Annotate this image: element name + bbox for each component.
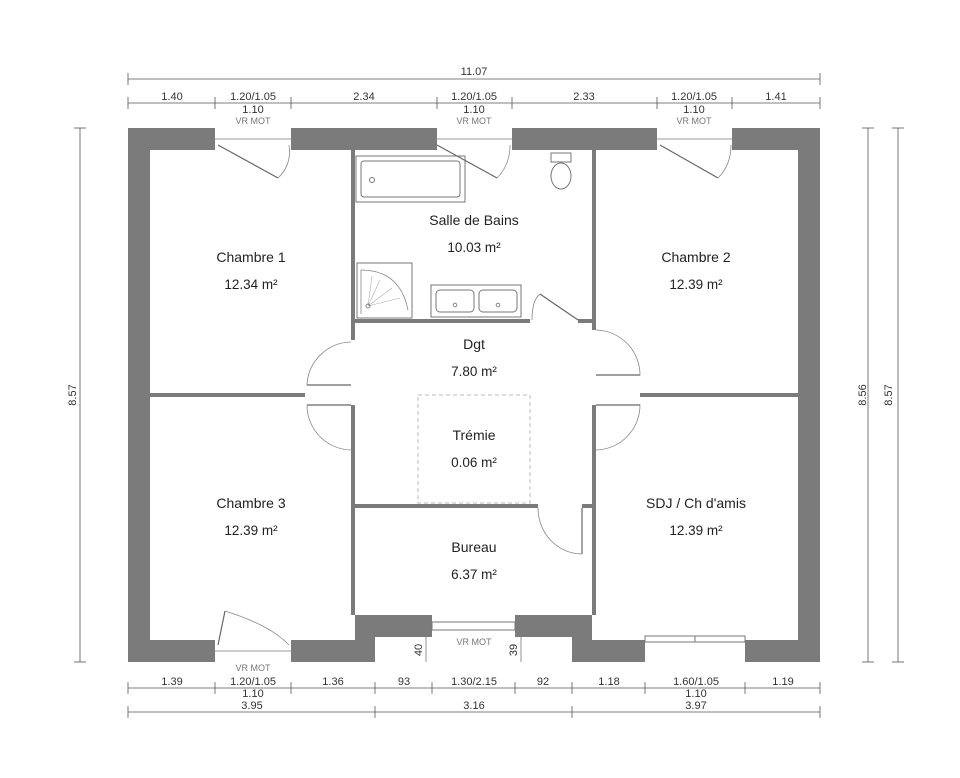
doors: 40 39 VR MOT VR MOT (217, 144, 732, 673)
room-name-chambre-1: Chambre 1 (216, 249, 285, 265)
top-segment-dimension: 1.40 (161, 91, 182, 103)
top-segment-dimension: 1.20/1.05 (451, 91, 497, 103)
window-height-label: 1.10 (685, 688, 706, 700)
vr-mot-label: VR MOT (236, 116, 272, 126)
bathtub-basin (360, 160, 461, 198)
right-inner-height-dimension: 8.56 (857, 384, 869, 405)
vr-mot-label: VR MOT (236, 663, 272, 673)
step-left-dimension: 40 (413, 644, 425, 656)
right-outer-height-dimension: 8.57 (883, 384, 895, 405)
room-area-chambre-2: 12.39 m² (669, 277, 723, 292)
room-area-chambre-1: 12.34 m² (224, 277, 278, 292)
bottom-total-dimension: 3.16 (463, 700, 484, 712)
window-height-label: 1.10 (242, 104, 263, 116)
sink (478, 289, 518, 313)
room-area-bureau: 6.37 m² (451, 567, 497, 582)
interior-walls (150, 150, 798, 615)
vr-mot-label: VR MOT (457, 637, 493, 647)
room-area-tremie: 0.06 m² (451, 455, 497, 470)
bottom-total-dimension: 3.97 (685, 700, 706, 712)
room-name-chambre-2: Chambre 2 (661, 249, 730, 265)
top-segment-dimension: 1.20/1.05 (671, 91, 717, 103)
toilet-bowl (550, 162, 572, 190)
room-area-chambre-3: 12.39 m² (224, 523, 278, 538)
vr-mot-label: VR MOT (677, 116, 713, 126)
top-dimensions: 11.07 1.40 1.20/1.05 2.34 1.20/1.05 2.33… (127, 66, 821, 126)
bottom-segment-dimension: 1.19 (772, 676, 793, 688)
room-labels: Chambre 1 12.34 m² Salle de Bains 10.03 … (216, 212, 746, 582)
vr-mot-label: VR MOT (457, 116, 493, 126)
bottom-segment-dimension: 1.20/1.05 (230, 676, 276, 688)
bottom-segment-dimension: 1.39 (161, 676, 182, 688)
window-height-label: 1.10 (463, 104, 484, 116)
sink (435, 289, 475, 313)
room-name-dgt: Dgt (463, 336, 485, 352)
top-segment-dimension: 2.34 (353, 91, 374, 103)
window-height-label: 1.10 (683, 104, 704, 116)
room-area-salle-de-bains: 10.03 m² (447, 240, 501, 255)
bathroom-fixtures (355, 152, 572, 319)
step-right-dimension: 39 (508, 644, 520, 656)
bottom-segment-dimension: 92 (537, 676, 549, 688)
bottom-dimensions: 1.39 1.20/1.05 1.36 93 1.30/2.15 92 1.18… (127, 676, 821, 718)
room-name-salle-de-bains: Salle de Bains (429, 212, 519, 228)
bottom-segment-dimension: 1.30/2.15 (451, 676, 497, 688)
bottom-segment-dimension: 1.18 (598, 676, 619, 688)
top-overall-dimension: 11.07 (461, 66, 488, 78)
room-area-sdj-ch-amis: 12.39 m² (669, 523, 723, 538)
toilet-tank (550, 152, 572, 163)
top-segment-dimension: 2.33 (573, 91, 594, 103)
room-area-dgt: 7.80 m² (451, 364, 497, 379)
top-segment-dimension: 1.20/1.05 (230, 91, 276, 103)
room-name-tremie: Trémie (452, 427, 495, 443)
stair-opening (417, 394, 531, 504)
top-segment-dimension: 1.41 (765, 91, 786, 103)
exterior-walls (128, 128, 820, 662)
bottom-segment-dimension: 1.36 (322, 676, 343, 688)
room-name-bureau: Bureau (451, 539, 496, 555)
shower-tray (356, 262, 413, 319)
room-name-sdj-ch-amis: SDJ / Ch d'amis (646, 495, 746, 511)
bottom-total-dimension: 3.95 (241, 700, 262, 712)
window-height-label: 1.10 (242, 688, 263, 700)
bottom-segment-dimension: 1.60/1.05 (673, 676, 719, 688)
bottom-segment-dimension: 93 (398, 676, 410, 688)
windows (215, 138, 746, 652)
side-dimensions: 8.57 8.56 8.57 (67, 127, 904, 663)
room-name-chambre-3: Chambre 3 (216, 495, 285, 511)
left-height-dimension: 8.57 (67, 384, 79, 405)
